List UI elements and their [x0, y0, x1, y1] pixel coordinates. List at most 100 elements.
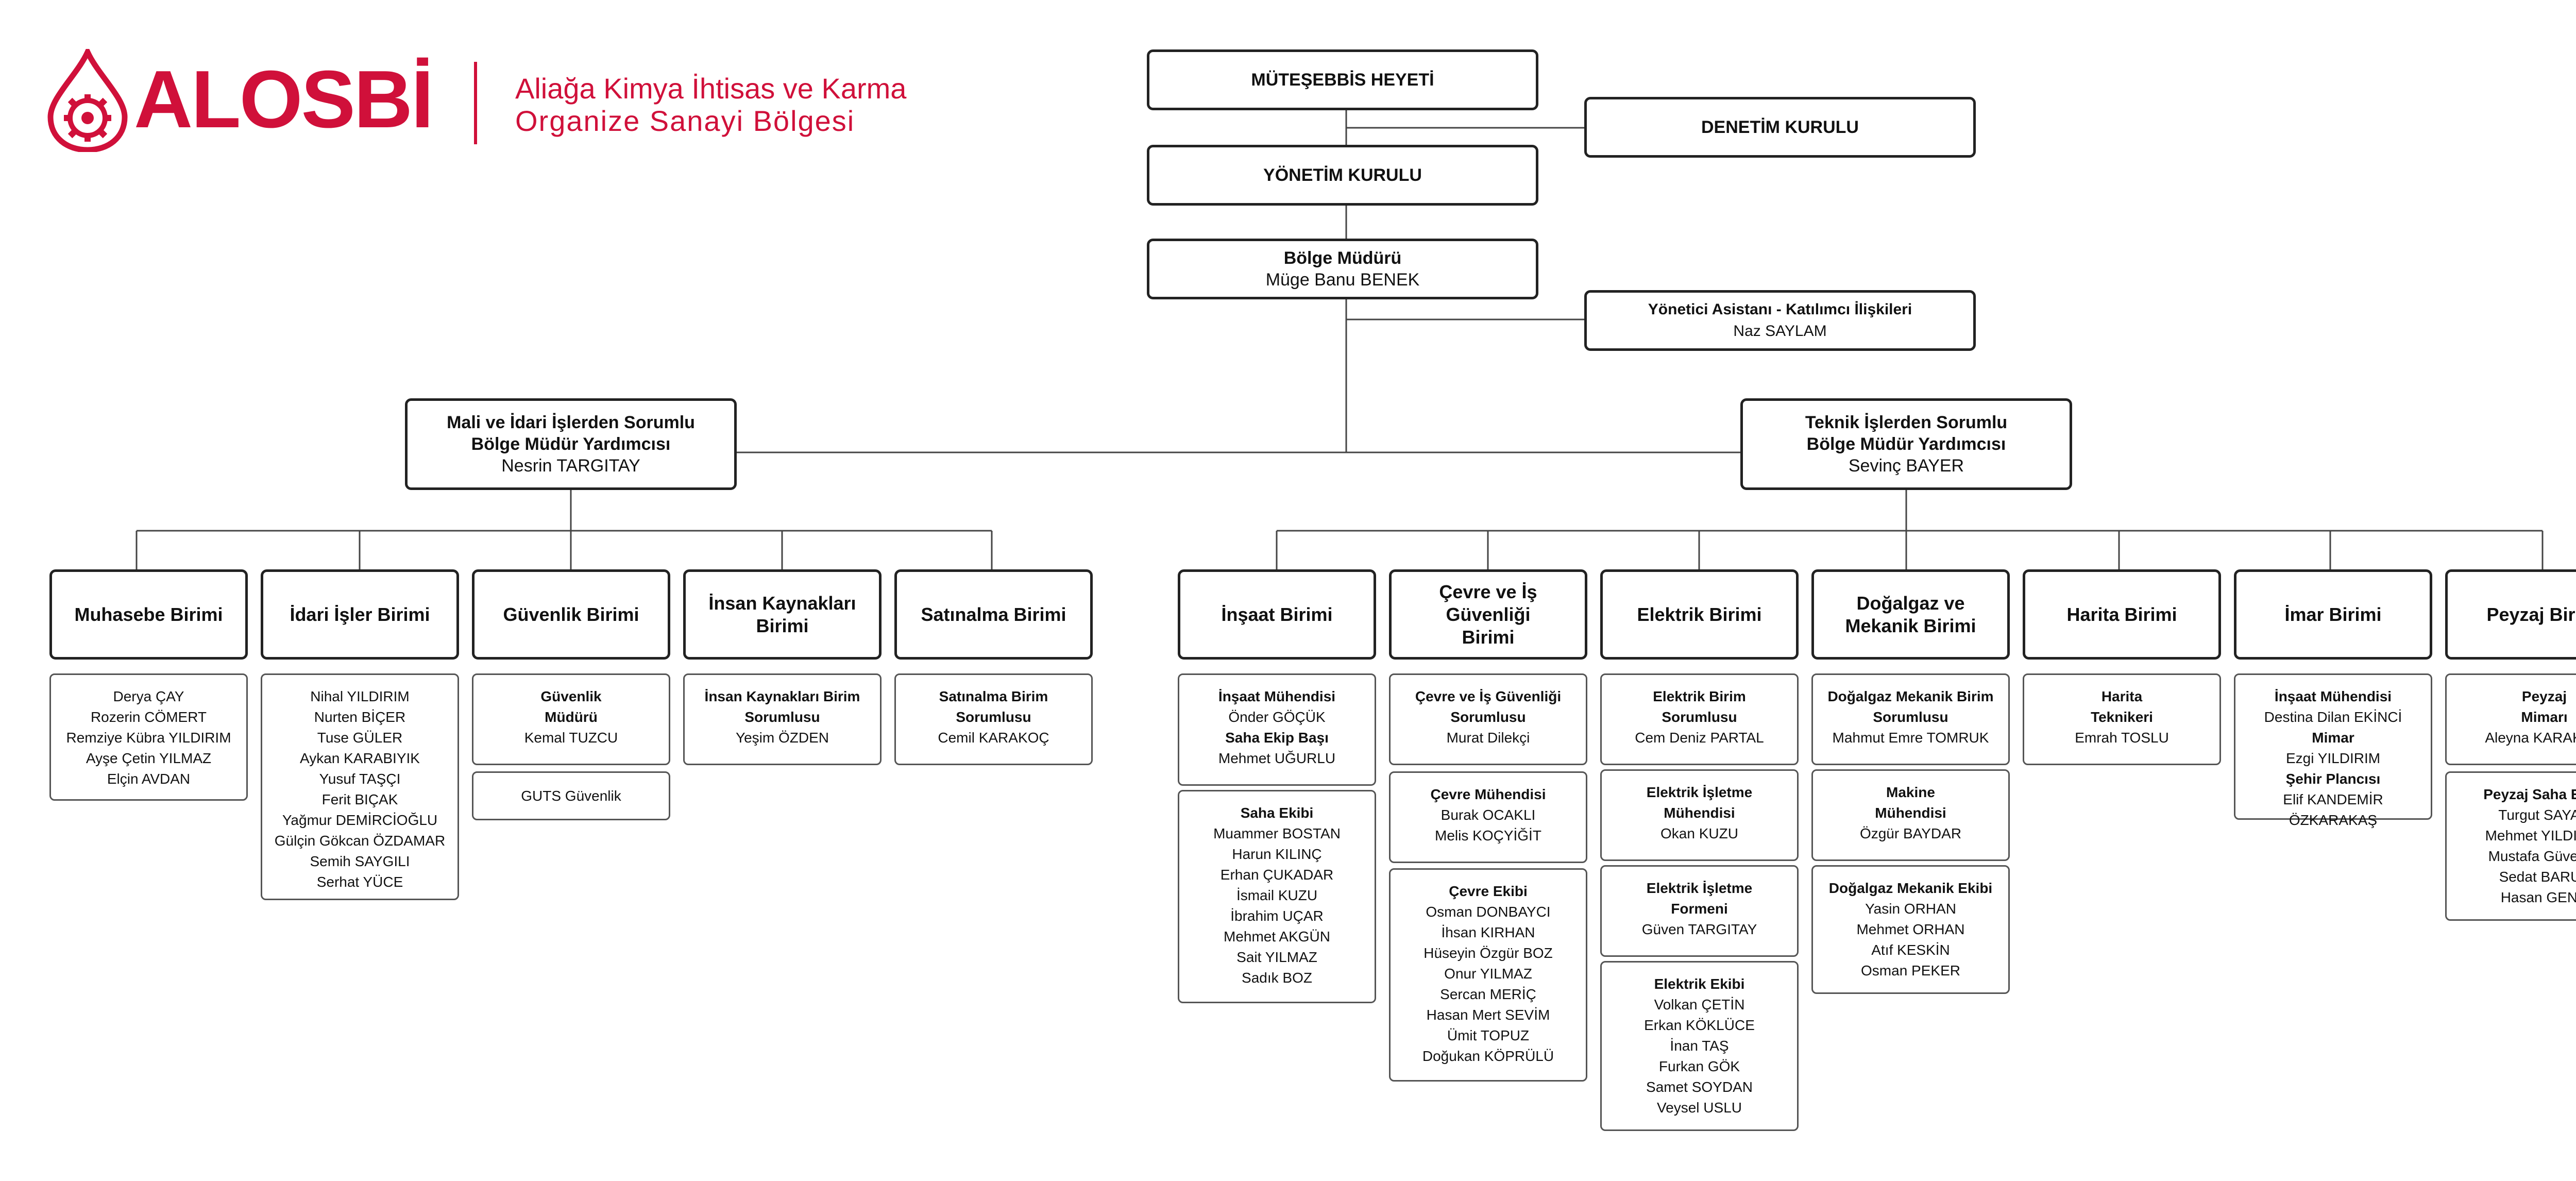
management-board-box: YÖNETİM KURULU — [1147, 145, 1538, 206]
staff-name: Osman DONBAYCI — [1426, 904, 1551, 920]
executive-assistant-box: Yönetici Asistanı - Katılımcı İlişkileri… — [1584, 290, 1976, 351]
audit-committee-title: DENETİM KURULU — [1701, 117, 1859, 137]
guvenlik-manager-card: Güvenlik Müdürü Kemal TUZCU — [472, 673, 670, 765]
role-title: İnsan Kaynakları Birim — [704, 688, 860, 704]
management-board-title: YÖNETİM KURULU — [1263, 165, 1422, 185]
unit-dogalgaz-title-line2: Mekanik Birimi — [1845, 615, 1976, 636]
board-title: MÜTEŞEBBİS HEYETİ — [1251, 70, 1434, 90]
staff-name: Okan KUZU — [1660, 825, 1738, 841]
unit-harita: Harita Birimi — [2023, 569, 2221, 660]
staff-name: Elif KANDEMİR ÖZKARAKAŞ — [2283, 791, 2383, 828]
regional-director-name: Müge Banu BENEK — [1265, 270, 1420, 290]
elektrik-manager-card: Elektrik Birim Sorumlusu Cem Deniz PARTA… — [1600, 673, 1799, 765]
staff-name: İbrahim UÇAR — [1230, 908, 1324, 924]
executive-assistant-name: Naz SAYLAM — [1733, 323, 1827, 340]
idari-staff-card: Nihal YILDIRIM Nurten BİÇER Tuse GÜLER A… — [261, 673, 459, 900]
staff-name: Aykan KARABIYIK — [300, 750, 420, 766]
harita-technician-card: Harita Teknikeri Emrah TOSLU — [2023, 673, 2221, 765]
cevre-manager-card: Çevre ve İş Güvenliği Sorumlusu Murat Di… — [1389, 673, 1587, 765]
role-title: Makine — [1886, 784, 1935, 800]
tech-deputy-line2: Bölge Müdür Yardımcısı — [1806, 434, 2006, 454]
unit-insaat-title: İnşaat Birimi — [1221, 603, 1333, 625]
staff-name: Mehmet ORHAN — [1856, 921, 1965, 937]
staff-name: Ferit BIÇAK — [321, 791, 398, 807]
cevre-engineer-card: Çevre Mühendisi Burak OCAKLI Melis KOÇYİ… — [1389, 771, 1587, 863]
staff-name: Turgut SAYAR — [2498, 807, 2576, 823]
role-title: Doğalgaz Mekanik Ekibi — [1828, 880, 1993, 896]
staff-name: Atıf KESKİN — [1871, 942, 1950, 958]
unit-insaat: İnşaat Birimi — [1178, 569, 1376, 660]
regional-director-box: Bölge Müdürü Müge Banu BENEK — [1147, 239, 1538, 299]
staff-name: Aleyna KARAKOÇ — [2485, 730, 2576, 746]
staff-name: Sadık BOZ — [1242, 970, 1312, 986]
unit-dogalgaz: Doğalgaz ve Mekanik Birimi — [1811, 569, 2010, 660]
staff-name: Kemal TUZCU — [524, 730, 618, 746]
staff-name: Özgür BAYDAR — [1859, 825, 1962, 841]
staff-name: Yasin ORHAN — [1865, 901, 1956, 917]
unit-ik-title-line2: Birimi — [756, 615, 809, 636]
role-title: Saha Ekip Başı — [1225, 730, 1329, 746]
ik-manager-card: İnsan Kaynakları Birim Sorumlusu Yeşim Ö… — [683, 673, 882, 765]
guts-guvenlik-card: GUTS Güvenlik — [472, 771, 670, 820]
regional-director-title: Bölge Müdürü — [1283, 248, 1402, 268]
role-title: Sorumlusu — [1450, 709, 1526, 725]
staff-name: İnan TAŞ — [1670, 1038, 1729, 1054]
role-title: Sorumlusu — [1662, 709, 1737, 725]
staff-name: Derya ÇAY — [113, 688, 184, 704]
staff-name: Mehmet UĞURLU — [1218, 750, 1336, 766]
role-title: Teknikeri — [2091, 709, 2153, 725]
unit-peyzaj: Peyzaj Birimi — [2445, 569, 2576, 660]
staff-name: Ayşe Çetin YILMAZ — [86, 750, 212, 766]
staff-name: İsmail KUZU — [1236, 887, 1318, 903]
unit-imar: İmar Birimi — [2234, 569, 2432, 660]
dogalgaz-team-card: Doğalgaz Mekanik Ekibi Yasin ORHAN Mehme… — [1811, 865, 2010, 994]
role-title: İnşaat Mühendisi — [2274, 688, 2392, 704]
staff-name: Nihal YILDIRIM — [310, 688, 410, 704]
role-title: Peyzaj Saha Ekibi — [2483, 786, 2576, 802]
staff-name: Ezgi YILDIRIM — [2285, 750, 2381, 766]
staff-name: Hasan GENÇ — [2500, 889, 2576, 905]
admin-deputy-line1: Mali ve İdari İşlerden Sorumlu — [447, 413, 695, 432]
tech-deputy-box: Teknik İşlerden Sorumlu Bölge Müdür Yard… — [1740, 398, 2072, 490]
unit-dogalgaz-title-line1: Doğalgaz ve — [1856, 592, 1965, 614]
staff-name: Nurten BİÇER — [314, 709, 406, 725]
role-title: Mimar — [2312, 730, 2354, 746]
role-title: Sorumlusu — [744, 709, 820, 725]
staff-name: Hüseyin Özgür BOZ — [1423, 945, 1553, 961]
logo-subtitle-line2: Organize Sanayi Bölgesi — [515, 105, 855, 137]
role-title: Şehir Plancısı — [2285, 771, 2381, 787]
role-title: Formeni — [1671, 901, 1728, 917]
staff-name: Mustafa Güvenilir — [2488, 848, 2576, 864]
role-title: Peyzaj — [2521, 688, 2567, 704]
staff-name: Elçin AVDAN — [107, 771, 191, 787]
staff-name: İhsan KIRHAN — [1441, 924, 1535, 940]
role-title: Çevre Ekibi — [1449, 883, 1528, 899]
role-title: Doğalgaz Mekanik Birim — [1827, 688, 1994, 704]
staff-name: Hasan Mert SEVİM — [1426, 1007, 1550, 1023]
unit-guvenlik: Güvenlik Birimi — [472, 569, 670, 660]
unit-harita-title: Harita Birimi — [2066, 603, 2177, 625]
staff-name: Veysel USLU — [1657, 1100, 1742, 1116]
role-title: Elektrik İşletme — [1646, 784, 1753, 800]
unit-cevre-title-line2: Birimi — [1462, 626, 1515, 648]
staff-name: Emrah TOSLU — [2075, 730, 2169, 746]
unit-muhasebe: Muhasebe Birimi — [49, 569, 248, 660]
unit-guvenlik-title: Güvenlik Birimi — [503, 603, 639, 625]
executive-assistant-title: Yönetici Asistanı - Katılımcı İlişkileri — [1648, 301, 1912, 318]
peyzaj-field-team-card: Peyzaj Saha Ekibi Turgut SAYAR Mehmet YI… — [2445, 771, 2576, 921]
unit-satinalma-title: Satınalma Birimi — [921, 603, 1066, 625]
staff-name: Semih SAYGILI — [310, 853, 410, 869]
staff-name: Mahmut Emre TOMRUK — [1832, 730, 1989, 746]
admin-deputy-line2: Bölge Müdür Yardımcısı — [471, 434, 671, 454]
role-title: İnşaat Mühendisi — [1218, 688, 1336, 704]
dogalgaz-manager-card: Doğalgaz Mekanik Birim Sorumlusu Mahmut … — [1811, 673, 2010, 765]
audit-committee-box: DENETİM KURULU — [1584, 97, 1976, 158]
admin-deputy-box: Mali ve İdari İşlerden Sorumlu Bölge Müd… — [405, 398, 737, 490]
tech-deputy-line1: Teknik İşlerden Sorumlu — [1805, 413, 2008, 432]
role-title: Sorumlusu — [956, 709, 1031, 725]
staff-name: Erkan KÖKLÜCE — [1644, 1017, 1755, 1033]
alosbi-logo: ALOSBİ Aliağa Kimya İhtisas ve Karma Org… — [46, 49, 906, 152]
muhasebe-staff-card: Derya ÇAY Rozerin CÖMERT Remziye Kübra Y… — [49, 673, 248, 801]
unit-imar-title: İmar Birimi — [2284, 603, 2382, 625]
unit-ik-title-line1: İnsan Kaynakları — [708, 592, 856, 614]
